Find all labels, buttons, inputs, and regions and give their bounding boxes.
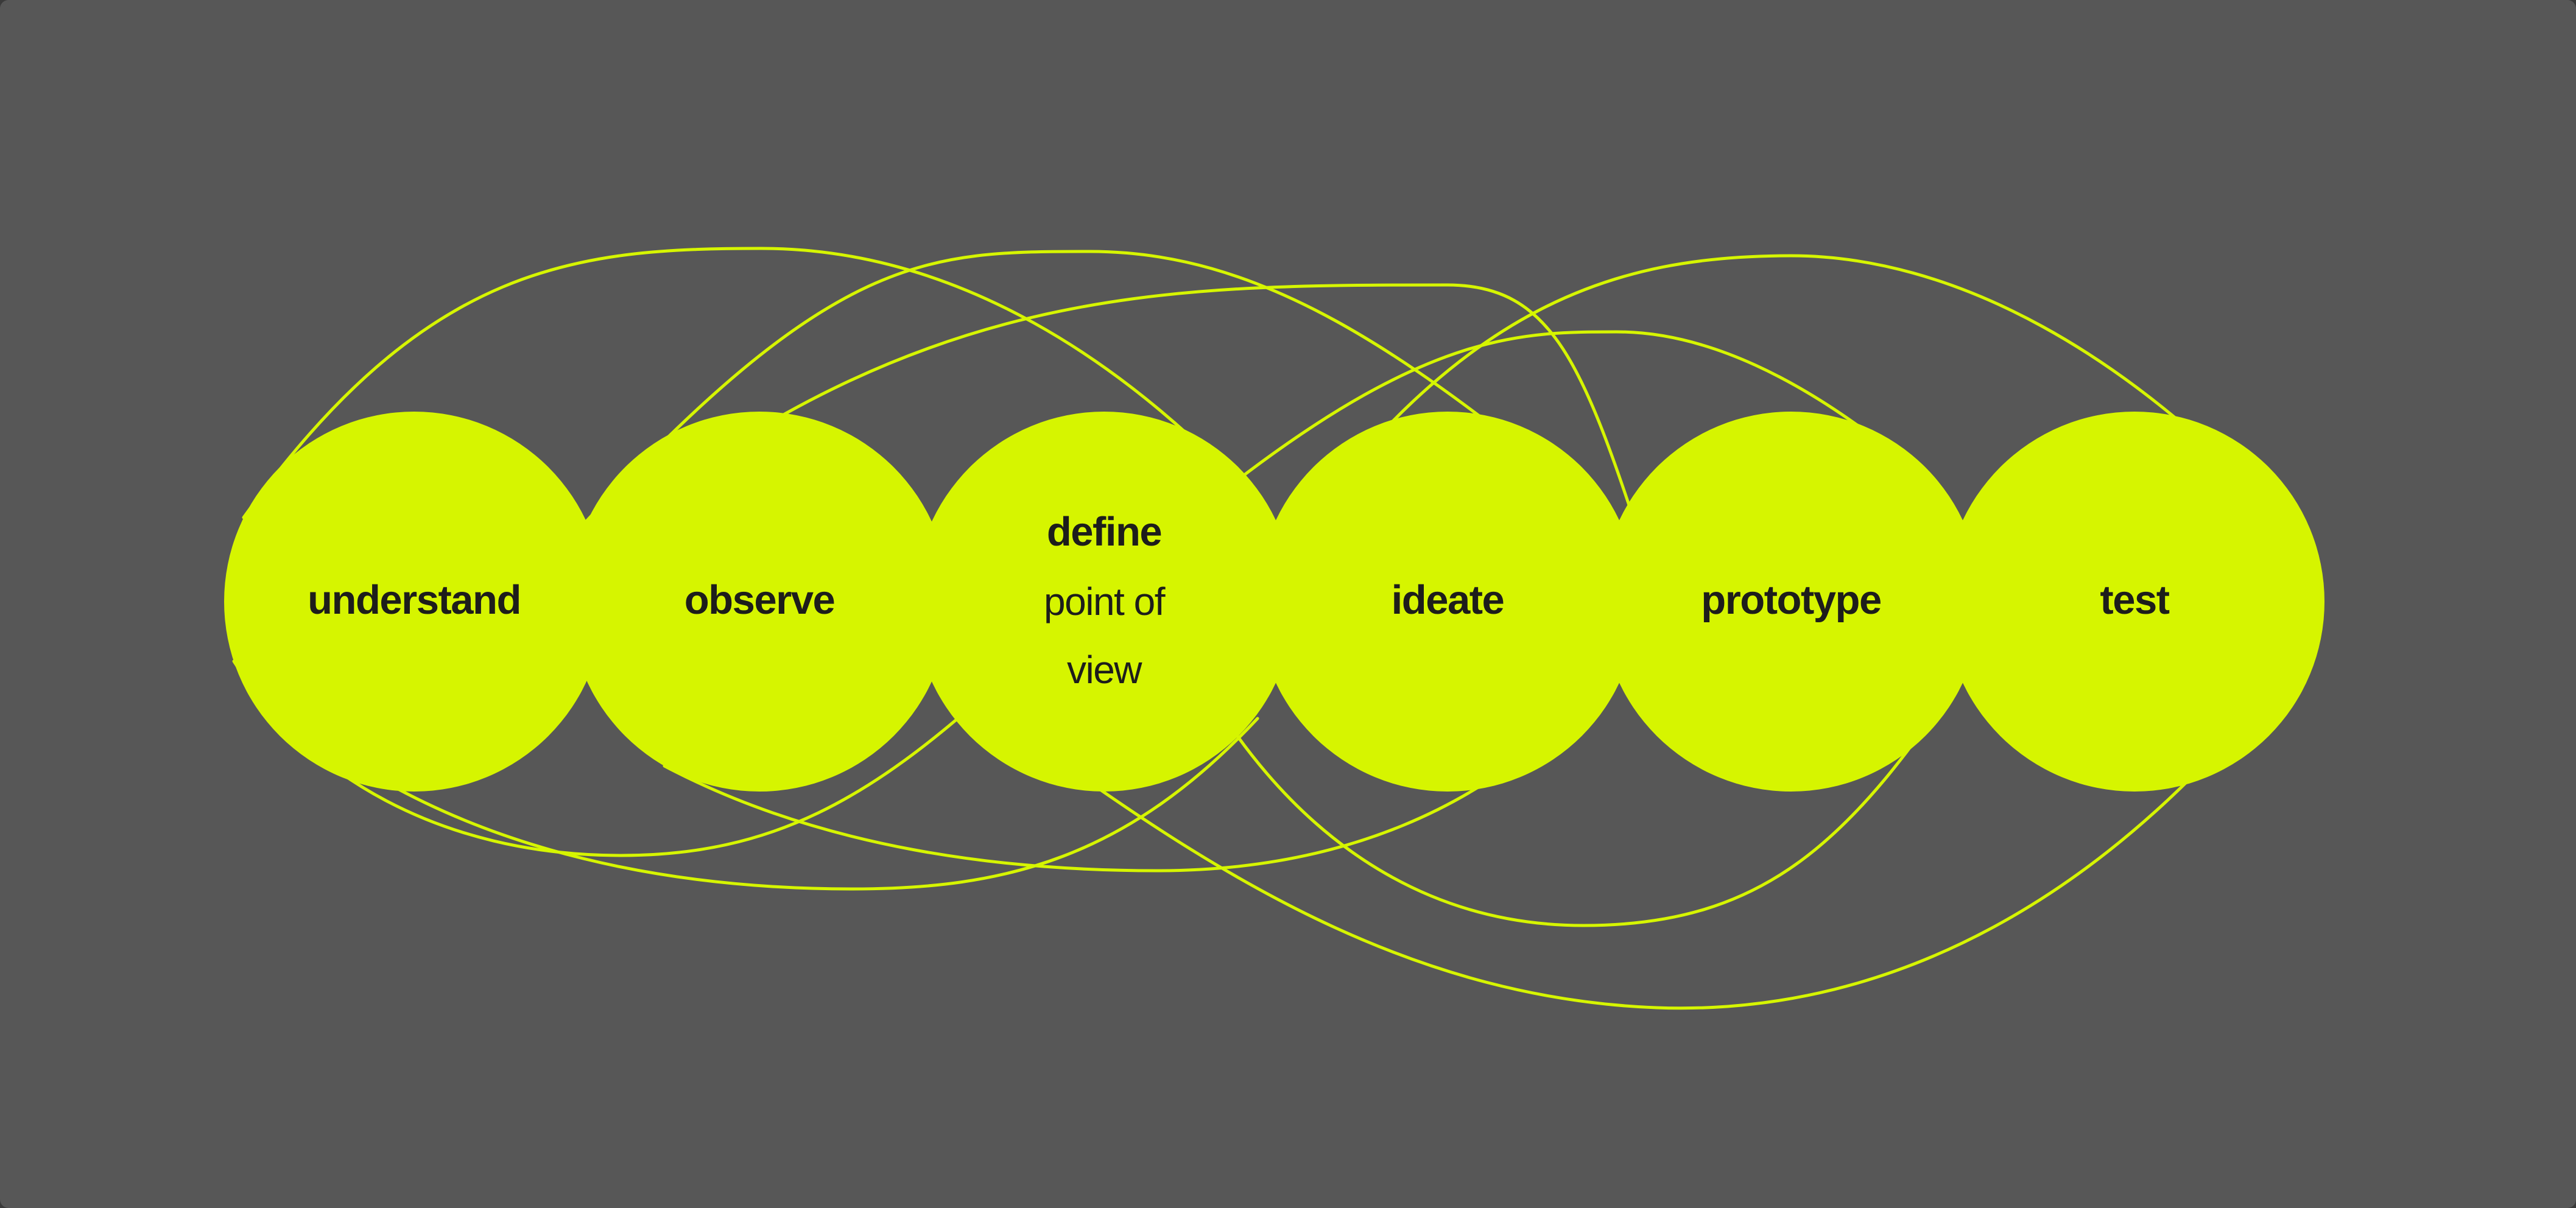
loop-bottom-2 (339, 717, 1259, 891)
loop-top-1 (242, 247, 1299, 550)
loop-bottom-4 (1219, 665, 1969, 927)
phase-label-line: prototype (1701, 577, 1881, 623)
phase-circle-prototype (1601, 412, 1981, 792)
phase-label-prototype: prototype (1701, 577, 1882, 623)
loop-top-3 (592, 283, 1646, 553)
phase-circle-observe (569, 412, 949, 792)
phase-label-line: point of (1044, 580, 1166, 623)
phase-label-line: test (2100, 577, 2169, 623)
loop-bottom-5 (1058, 656, 2298, 1010)
phase-label-line: understand (308, 577, 521, 623)
phase-label-understand: understand (308, 577, 521, 623)
phase-labels: understand observe define point of view ideat… (308, 509, 2170, 692)
phase-label-define-point-of-view: define point of view (1044, 509, 1166, 692)
phase-label-ideate: ideate (1392, 577, 1505, 623)
phase-circle-understand (224, 412, 604, 792)
phase-circles (224, 412, 2324, 792)
phase-label-line: observe (684, 577, 834, 623)
phase-label-line: define (1047, 509, 1161, 555)
phase-label-line: view (1067, 648, 1142, 692)
phase-label-test: test (2100, 577, 2170, 623)
loop-top-4 (1283, 254, 2310, 553)
phase-circle-define-point-of-view (914, 412, 1294, 792)
iteration-loops (232, 247, 2310, 1010)
phase-circle-ideate (1258, 412, 1638, 792)
phase-label-line: ideate (1392, 577, 1504, 623)
loop-top-2 (577, 250, 1628, 538)
phase-circle-test (1944, 412, 2324, 792)
loop-top-5 (1234, 330, 1908, 483)
phase-label-observe: observe (684, 577, 836, 623)
